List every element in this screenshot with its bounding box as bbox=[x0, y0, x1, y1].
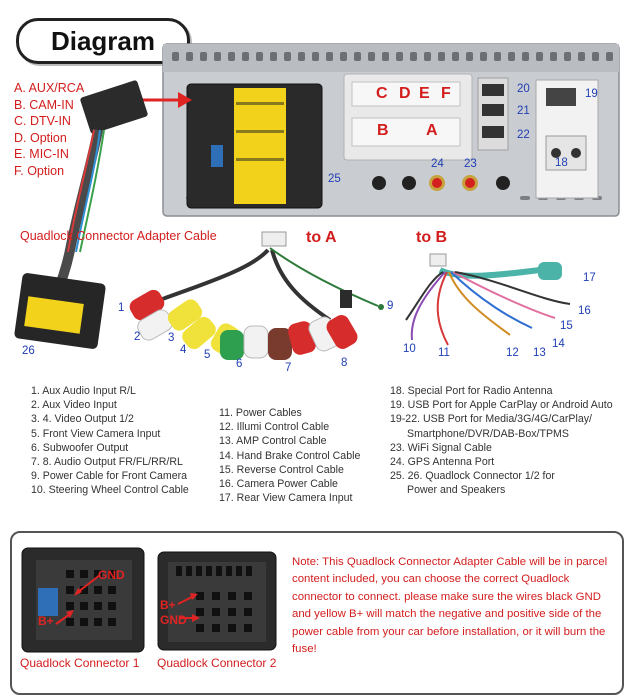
cable-number-3: 3 bbox=[168, 332, 175, 344]
cable-number-1: 1 bbox=[118, 302, 125, 314]
legend-item: 5. Front View Camera Input bbox=[31, 427, 161, 440]
port-letter-d: D bbox=[399, 85, 411, 102]
cable-number-11: 11 bbox=[438, 347, 450, 359]
legend-item: 17. Rear View Camera Input bbox=[219, 492, 353, 505]
quadlock-connectors-graphic bbox=[21, 547, 277, 653]
connector-list-item: A. AUX/RCA bbox=[14, 81, 85, 95]
legend-item: 11. Power Cables bbox=[219, 407, 302, 419]
quadlock-connector-1 bbox=[21, 547, 145, 653]
legend-item: 16. Camera Power Cable bbox=[219, 478, 338, 491]
to-b-label: to B bbox=[416, 229, 448, 246]
cable-number-13: 13 bbox=[533, 347, 546, 359]
legend-item: Power and Speakers bbox=[407, 484, 506, 497]
connector-list-item: F. Option bbox=[14, 163, 65, 178]
port-number-22: 22 bbox=[517, 129, 530, 141]
legend-item: 19-22. USB Port for Media/3G/4G/CarPlay/ bbox=[390, 413, 592, 426]
legend-item: 3. 4. Video Output 1/2 bbox=[31, 413, 134, 426]
port-letter-e: E bbox=[419, 85, 430, 102]
cable-number-2: 2 bbox=[134, 331, 141, 343]
legend-item: 12. Illumi Control Cable bbox=[219, 421, 330, 434]
adapter-cable-label: Quadlock Connector Adapter Cable bbox=[20, 229, 217, 243]
rca-harness bbox=[129, 231, 384, 360]
cable-number-8: 8 bbox=[341, 357, 348, 369]
port-panel bbox=[343, 73, 599, 199]
cable-number-15: 15 bbox=[560, 320, 573, 332]
cable-number-17: 17 bbox=[583, 272, 596, 284]
cable-number-5: 5 bbox=[204, 349, 211, 361]
cable-number-14: 14 bbox=[552, 338, 565, 350]
connector-list-item: D. Option bbox=[14, 130, 67, 145]
legend-column-1: 1. Aux Audio Input R/L 2. Aux Video Inpu… bbox=[31, 384, 189, 498]
cable-number-16: 16 bbox=[578, 305, 591, 317]
gnd-label-2: GND bbox=[160, 613, 187, 627]
legend-item: 6. Subwoofer Output bbox=[31, 441, 129, 454]
arrow-icon bbox=[136, 92, 192, 108]
legend-item: 9. Power Cable for Front Camera bbox=[31, 470, 188, 483]
port-number-23: 23 bbox=[464, 158, 477, 170]
diagram-title-badge: Diagram bbox=[16, 18, 190, 64]
wiring-diagram-graphic bbox=[14, 43, 620, 360]
port-number-19: 19 bbox=[585, 88, 598, 100]
adapter-cable bbox=[14, 80, 148, 349]
cable-number-4: 4 bbox=[180, 344, 187, 356]
legend-item: 15. Reverse Control Cable bbox=[219, 463, 344, 476]
legend-item: 24. GPS Antenna Port bbox=[390, 456, 495, 469]
legend-item: 7. 8. Audio Output FR/FL/RR/RL bbox=[31, 456, 183, 469]
bplus-label-2: B+ bbox=[160, 598, 176, 612]
quadlock-connector-2 bbox=[157, 551, 277, 651]
antenna-ports bbox=[372, 175, 510, 191]
legend-column-3: 18. Special Port for Radio Antenna 19. U… bbox=[390, 384, 613, 498]
quadlock-connector-2-label: Quadlock Connector 2 bbox=[157, 656, 277, 670]
cable-number-26: 26 bbox=[22, 345, 35, 357]
legend-item: 1. Aux Audio Input R/L bbox=[31, 385, 136, 397]
legend-item: Smartphone/DVR/DAB-Box/TPMS bbox=[407, 427, 569, 440]
port-number-25: 25 bbox=[328, 173, 341, 185]
legend-item: 18. Special Port for Radio Antenna bbox=[390, 385, 553, 397]
port-letter-b: B bbox=[377, 122, 389, 139]
port-letter-f: F bbox=[441, 85, 451, 102]
cable-number-9: 9 bbox=[387, 300, 394, 312]
installation-note: Note: This Quadlock Connector Adapter Ca… bbox=[292, 556, 608, 656]
cable-number-7: 7 bbox=[285, 362, 292, 374]
quadlock-socket bbox=[186, 83, 323, 209]
connector-list-item: B. CAM-IN bbox=[14, 97, 74, 112]
cable-number-10: 10 bbox=[403, 343, 416, 355]
port-number-21: 21 bbox=[517, 105, 530, 117]
wire-harness bbox=[405, 253, 571, 346]
port-letter-a: A bbox=[426, 122, 438, 139]
legend-item: 14. Hand Brake Control Cable bbox=[219, 449, 361, 462]
gnd-label-1: GND bbox=[98, 568, 125, 582]
cable-number-12: 12 bbox=[506, 347, 519, 359]
legend-item: 19. USB Port for Apple CarPlay or Androi… bbox=[390, 399, 613, 412]
legend-item: 2. Aux Video Input bbox=[31, 399, 117, 412]
legend-item: 23. WiFi Signal Cable bbox=[390, 441, 492, 454]
cable-number-6: 6 bbox=[236, 358, 243, 370]
legend-item: 25. 26. Quadlock Connector 1/2 for bbox=[390, 470, 555, 483]
connector-list-item: E. MIC-IN bbox=[14, 147, 69, 162]
port-letter-c: C bbox=[376, 85, 388, 102]
connector-list: A. AUX/RCA B. CAM-IN C. DTV-IN D. Option… bbox=[14, 80, 84, 180]
port-number-18: 18 bbox=[555, 157, 568, 169]
diagram-title: Diagram bbox=[50, 25, 156, 56]
connector-list-item: C. DTV-IN bbox=[14, 114, 71, 129]
quadlock-connector-1-label: Quadlock Connector 1 bbox=[20, 656, 140, 670]
port-number-20: 20 bbox=[517, 83, 530, 95]
legend-column-2: 11. Power Cables 12. Illumi Control Cabl… bbox=[219, 406, 360, 505]
legend-item: 13. AMP Control Cable bbox=[219, 435, 327, 448]
to-a-label: to A bbox=[306, 229, 337, 246]
legend-item: 10. Steering Wheel Control Cable bbox=[31, 484, 189, 497]
bplus-label-1: B+ bbox=[38, 614, 54, 628]
port-number-24: 24 bbox=[431, 158, 444, 170]
